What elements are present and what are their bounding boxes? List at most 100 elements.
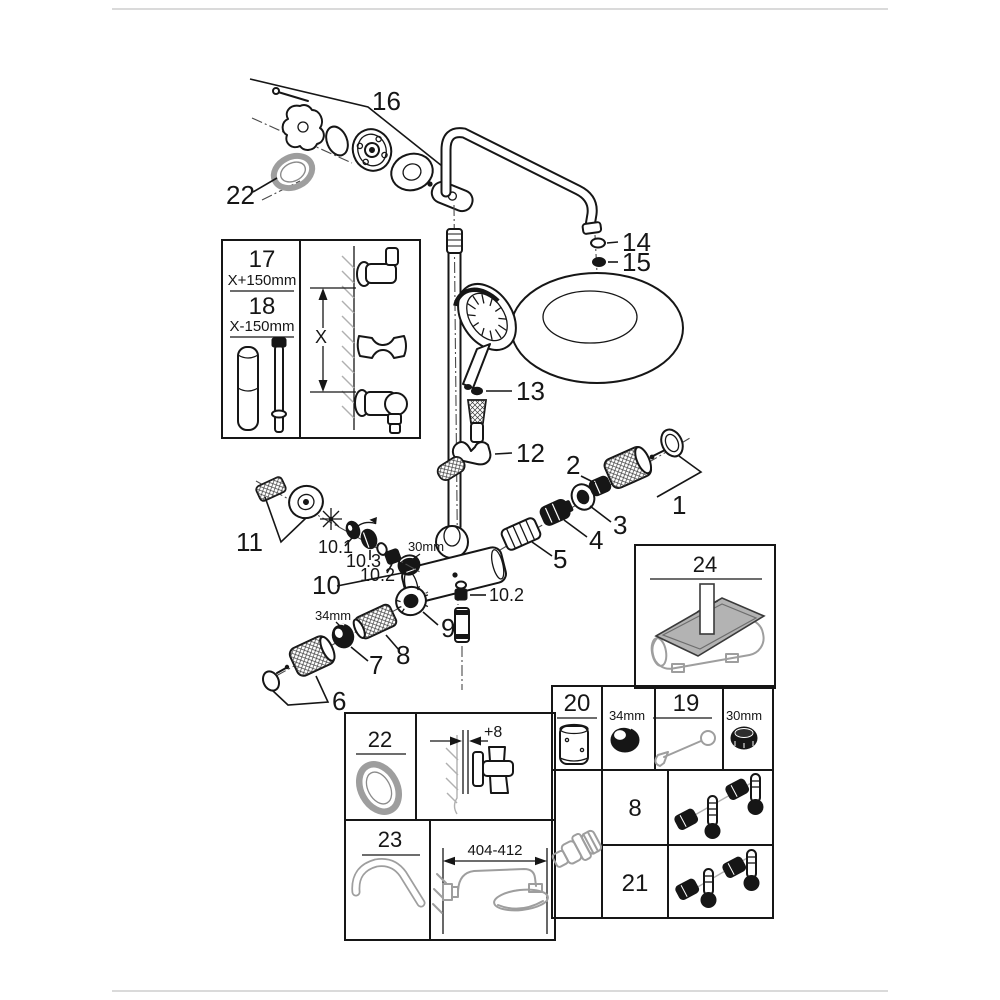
ring-34mm-tool: [610, 726, 640, 753]
callout-13-label: 13: [516, 376, 545, 406]
callout-14-label: 14: [622, 227, 651, 257]
bar-glide-holder: [356, 335, 407, 359]
shower-rail-group: 13 12: [436, 204, 545, 606]
part-7-ring-34mm: [330, 623, 355, 649]
callout-10-label: 10: [312, 570, 341, 600]
o-ring: [325, 125, 349, 157]
slide-bar-rod: [271, 337, 287, 433]
arm-spare-drawing: [351, 858, 426, 908]
hose-connector: [454, 607, 470, 643]
callout-16-leader: [249, 78, 448, 171]
part-2-fitting: [588, 475, 612, 497]
washer-14: [590, 237, 606, 249]
callout-10-2b-label: 10.2: [489, 585, 524, 605]
set-screw-dot: [427, 181, 433, 187]
label-30mm: 30mm: [408, 539, 444, 554]
callout-8-leader: [385, 634, 400, 651]
callout-6-label: 6: [332, 686, 346, 716]
part-8-adapter: [352, 603, 398, 640]
label-tools-30mm: 30mm: [726, 708, 762, 723]
callout-2-label: 2: [566, 450, 580, 480]
star-washer: [320, 508, 342, 530]
callout-15-label: 15: [622, 247, 651, 277]
inset-24-label: 24: [693, 552, 717, 577]
rain-shower-head: [510, 272, 684, 384]
callout-22-label: 22: [226, 180, 255, 210]
callout-1-label: 1: [672, 490, 686, 520]
nut-30mm: [397, 554, 421, 576]
part-11-handwheel: [288, 484, 324, 520]
inset-22-label: 22: [368, 727, 392, 752]
inset-17-label: 17: [249, 246, 276, 273]
callout-10-2-leader: [386, 563, 393, 574]
union-flange: [351, 128, 393, 172]
check-valve-10-2: [454, 580, 468, 601]
thermometer-icon: [747, 773, 764, 815]
label-34mm: 34mm: [315, 608, 351, 623]
callout-5-label: 5: [553, 544, 567, 574]
washer-15: [592, 257, 606, 267]
outlet-lower-left-chain: 9 8 34mm 7 6: [261, 585, 455, 716]
part-10-2-insert: [384, 548, 402, 565]
callout-5-leader: [531, 541, 553, 557]
part-10-ring: [376, 542, 388, 556]
callout-3-label: 3: [613, 510, 627, 540]
part-3-round-nut: [570, 483, 596, 511]
inset-19-label: 19: [673, 690, 700, 717]
concealed-valve-side: [472, 746, 514, 794]
callout-9-leader: [422, 611, 439, 626]
wall-union-exploded-group: 16: [226, 78, 474, 213]
seal-ring-gray: [270, 152, 316, 192]
inset-dim-x: X: [315, 327, 327, 347]
shelf-drawing: [650, 583, 766, 673]
part-4-thermo-cartridge: [539, 498, 574, 526]
washer-13: [471, 386, 483, 396]
inset-20-label: 20: [564, 690, 591, 717]
callout-8-label: 8: [396, 640, 410, 670]
part-11-threaded-fitting: [255, 476, 287, 502]
thermometer-icon: [743, 849, 760, 891]
escutcheon-disc: [390, 152, 434, 192]
callout-1-leader: [656, 455, 703, 498]
part-10-3-valve: [352, 516, 378, 550]
inset-21-label: 21: [622, 870, 649, 897]
label-tools-34mm: 34mm: [609, 708, 645, 723]
bar-bottom-union: [354, 389, 408, 434]
hand-shower-holder: [436, 441, 492, 481]
inset-23-label: 23: [378, 827, 402, 852]
callout-16-label: 16: [372, 86, 401, 116]
shower-arm-group: 14 15: [440, 127, 684, 384]
service-connector-gray: [551, 829, 603, 868]
part-10-1-seal: [345, 520, 361, 540]
inset-17-dim: X+150mm: [228, 272, 297, 289]
shelf-pipe: [699, 583, 715, 635]
callout-7-label: 7: [369, 650, 383, 680]
callout-12-leader: [494, 452, 513, 455]
callout-7-leader: [350, 646, 369, 662]
inlet-left-exploded-chain: 11 10.1 10.3 10.2 10: [236, 476, 421, 600]
tile-offset-drawing: +8: [430, 724, 514, 815]
callout-4-leader: [563, 519, 588, 538]
thermometer-icon: [700, 868, 717, 908]
callout-10-3-label: 10.3: [346, 551, 381, 571]
callout-10-leader: [336, 572, 403, 587]
nut-30mm-tool: [730, 726, 758, 750]
hose-fitting-knurled: [466, 399, 488, 443]
callout-4-label: 4: [589, 525, 603, 555]
callout-12-label: 12: [516, 438, 545, 468]
bar-top-bracket: [356, 247, 399, 287]
part-5-cartridge-sleeve: [500, 517, 542, 551]
span-dim-label: 404-412: [467, 842, 522, 859]
thermometer-icon: [704, 795, 721, 839]
part-6-pin: [276, 667, 287, 674]
inset-tools-box: 20 34mm 19 30mm: [551, 685, 774, 919]
wrench-icon: [654, 730, 716, 767]
inset-18-dim: X-150mm: [229, 318, 294, 335]
mounting-plate: [281, 104, 325, 151]
offset-dim-label: +8: [484, 724, 502, 741]
arm-span-drawing: 404-412: [432, 842, 549, 934]
part-6-oval-ring: [261, 670, 281, 692]
kit-8-parts: [674, 773, 764, 839]
